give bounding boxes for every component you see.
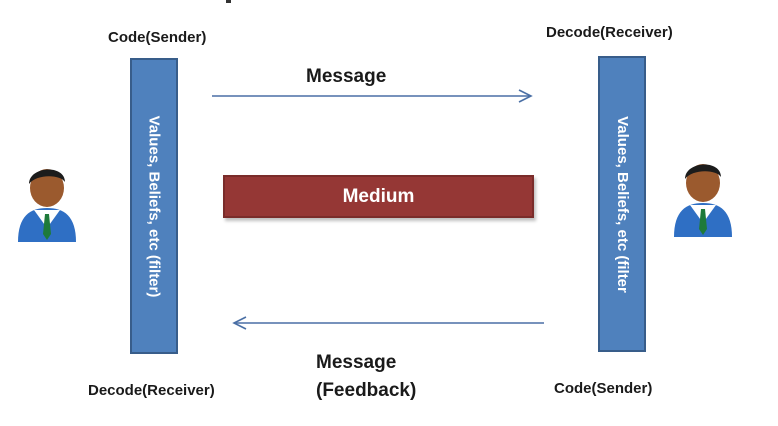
feedback-label-line2: (Feedback) [316,380,417,401]
medium-box: Medium [223,175,534,218]
receiver-filter-bar: Values, Beliefs, etc (filter [598,56,646,352]
sender-filter-bar: Values, Beliefs, etc (filter) [130,58,178,354]
receiver-code-label: Code(Sender) [554,380,653,397]
message-arrow [212,89,533,103]
receiver-decode-label: Decode(Receiver) [546,24,673,41]
top-edge-mark [226,0,231,3]
person-icon [674,164,732,237]
person-icon [18,169,76,242]
message-label: Message [306,66,387,87]
medium-label: Medium [342,185,415,207]
receiver-filter-text: Values, Beliefs, etc (filter [613,115,631,293]
sender-filter-text: Values, Beliefs, etc (filter) [145,115,163,297]
sender-code-label: Code(Sender) [108,29,207,46]
feedback-arrow [232,316,544,330]
sender-decode-label: Decode(Receiver) [88,382,215,399]
feedback-label-line1: Message [316,352,397,373]
